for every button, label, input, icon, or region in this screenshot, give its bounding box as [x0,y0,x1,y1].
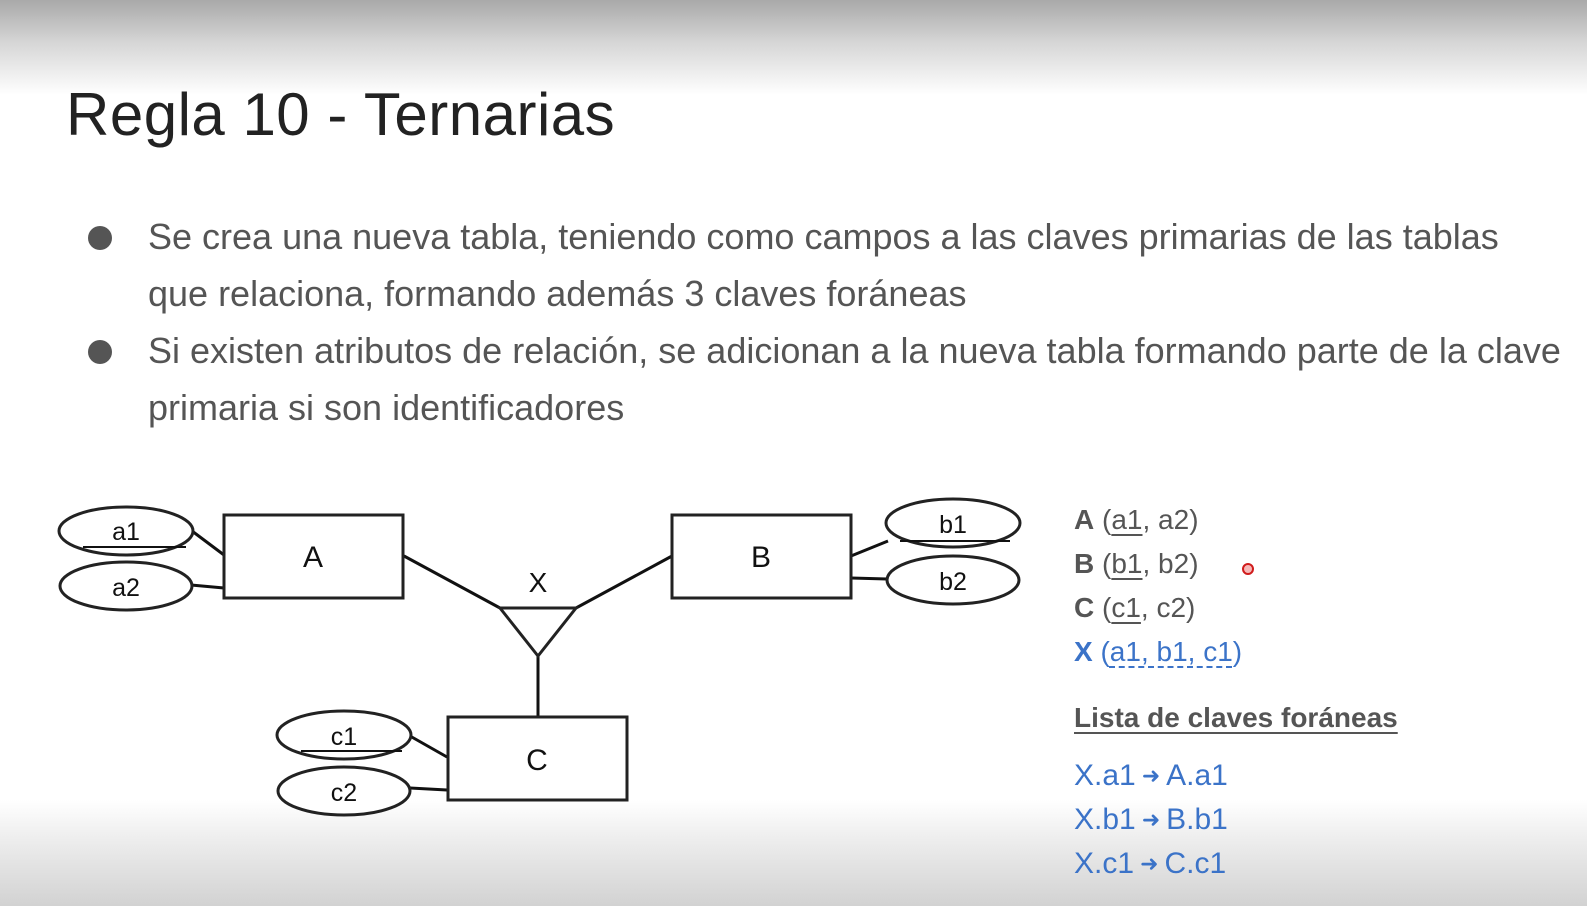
pointer-dot-icon [1242,563,1254,575]
foreign-keys-list: X.a1➜A.a1 X.b1➜B.b1 X.c1➜C.c1 [1074,754,1228,886]
attribute-b1 [884,497,1022,549]
entity-c [446,715,629,802]
schema-rest: , c2) [1140,592,1196,623]
schema-primary-key: a1, b1, c1 [1109,636,1233,667]
relationship-x-triangle [496,606,580,659]
schema-row-c: C (c1, c2) [1074,586,1242,630]
schema-table-name: B [1074,548,1095,579]
link-c2-c [409,786,448,792]
entity-b-label: B [751,541,771,574]
schema-rest: ) [1232,636,1243,667]
link-c1-c [409,734,448,759]
link-b1-b [850,539,889,558]
schema-open: ( [1094,504,1112,535]
bullet-text: Si existen atributos de relación, se adi… [148,330,1561,428]
schema-open: ( [1094,548,1112,579]
bullet-item: Si existen atributos de relación, se adi… [86,322,1566,436]
schema-row-b: B (b1, b2) [1074,542,1242,586]
foreign-keys-title: Lista de claves foráneas [1074,702,1398,733]
attribute-b2 [885,554,1021,606]
attribute-c2 [276,765,412,817]
bullet-dot-icon [88,340,112,364]
schema-row-x: X (a1, b1, c1) [1074,630,1242,674]
bullet-item: Se crea una nueva tabla, teniendo como c… [86,208,1566,322]
schema-open: ( [1094,592,1112,623]
foreign-key-row: X.b1➜B.b1 [1074,798,1228,842]
relational-schema: A (a1, a2) B (b1, b2) C (c1, c2) X (a1, … [1074,498,1242,674]
link-a-x [403,554,501,610]
entity-b [670,513,853,600]
fk-from: X.b1 [1074,803,1136,836]
attribute-a2 [58,560,194,612]
schema-table-name: X [1074,636,1093,667]
arrow-right-icon: ➜ [1141,763,1161,788]
attribute-a2-label: a2 [112,574,140,602]
slide-title: Regla 10 - Ternarias [66,81,616,148]
foreign-key-row: X.c1➜C.c1 [1074,842,1228,886]
bottom-shade [0,800,1587,906]
fk-from: X.a1 [1074,759,1136,792]
link-b-x [575,554,673,610]
attribute-c1-label: c1 [331,723,357,751]
schema-row-a: A (a1, a2) [1074,498,1242,542]
schema-open: ( [1092,636,1110,667]
attribute-a1 [57,505,195,557]
bullet-list: Se crea una nueva tabla, teniendo como c… [86,208,1566,436]
attribute-c1 [275,709,413,761]
schema-rest: , b2) [1142,548,1199,579]
fk-to: C.c1 [1164,847,1227,880]
foreign-key-row: X.a1➜A.a1 [1074,754,1228,798]
schema-primary-key: c1 [1111,592,1141,623]
schema-table-name: A [1074,504,1095,535]
top-shade [0,0,1587,95]
schema-rest: , a2) [1142,504,1199,535]
attribute-b2-label: b2 [939,568,967,596]
link-a1-a [191,529,225,557]
fk-to: A.a1 [1166,759,1228,792]
attribute-a1-label: a1 [112,518,140,546]
link-a2-a [190,583,225,590]
schema-primary-key: a1 [1111,504,1143,535]
attribute-b1-label: b1 [939,511,967,539]
relationship-x-label: X [529,567,548,598]
schema-primary-key: b1 [1111,548,1143,579]
link-b2-b [850,576,888,581]
fk-from: X.c1 [1074,847,1135,880]
entity-c-label: C [526,744,548,777]
arrow-right-icon: ➜ [1140,851,1159,876]
entity-a-label: A [303,541,323,574]
entity-a [222,513,405,600]
bullet-dot-icon [88,226,112,250]
schema-table-name: C [1074,592,1095,623]
bullet-text: Se crea una nueva tabla, teniendo como c… [148,216,1499,314]
fk-to: B.b1 [1166,803,1228,836]
arrow-right-icon: ➜ [1141,807,1161,832]
attribute-c2-label: c2 [331,779,357,807]
